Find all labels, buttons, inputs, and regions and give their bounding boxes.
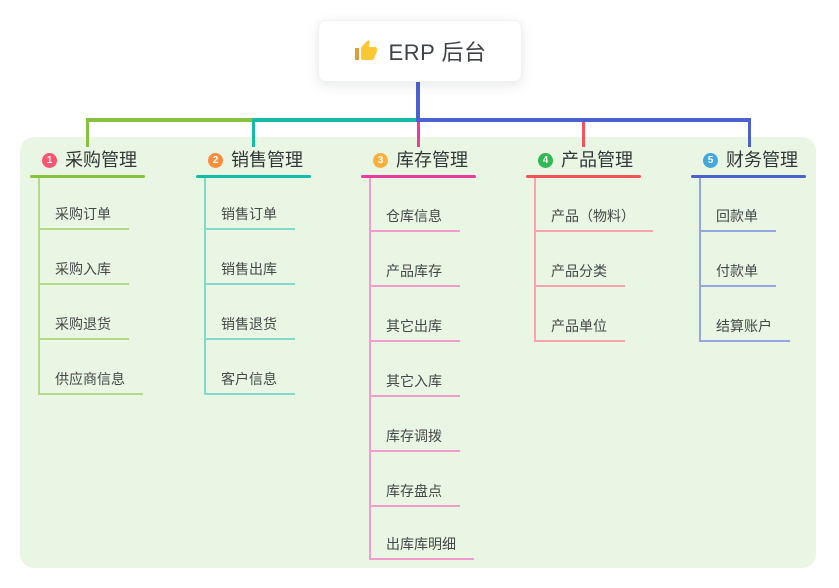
child-node[interactable]: 销售退货 [204,315,295,340]
branch-header-inventory[interactable]: 3 库存管理 [361,147,526,173]
branch-product: 4 产品管理 产品（物料） 产品分类 产品单位 [526,147,691,342]
connector-drop-purchase [86,118,89,147]
branch-purchase: 1 采购管理 采购订单 采购入库 采购退货 供应商信息 [30,147,195,395]
child-node[interactable]: 采购入库 [38,260,129,285]
connector-drop-finance [748,118,751,147]
branch-group-panel [20,137,816,568]
child-node[interactable]: 产品（物料） [534,207,653,232]
child-node[interactable]: 结算账户 [699,317,790,342]
branch-header-purchase[interactable]: 1 采购管理 [30,147,195,173]
child-node[interactable]: 库存盘点 [369,482,460,507]
child-node[interactable]: 产品库存 [369,262,460,287]
connector-root [416,82,420,122]
child-node[interactable]: 销售出库 [204,260,295,285]
child-node[interactable]: 产品分类 [534,262,625,287]
root-node[interactable]: ERP 后台 [318,20,522,82]
branch-underline [691,175,806,178]
branch-badge: 1 [42,152,57,168]
connector-drop-sales [252,118,255,147]
child-node[interactable]: 库存调拨 [369,427,460,452]
child-node[interactable]: 其它入库 [369,372,460,397]
connector-bus-blue [416,118,751,122]
branch-underline [361,175,476,178]
thumbs-up-icon [354,40,377,60]
connector-bus-teal [252,118,416,122]
child-node[interactable]: 采购退货 [38,315,129,340]
branch-trunk-line [534,178,536,342]
branch-header-sales[interactable]: 2 销售管理 [196,147,361,173]
branch-badge: 3 [373,152,388,168]
branch-label: 销售管理 [231,150,303,170]
branch-badge: 2 [208,152,223,168]
branch-label: 采购管理 [65,150,137,170]
child-node[interactable]: 产品单位 [534,317,625,342]
branch-label: 财务管理 [726,150,798,170]
branch-header-finance[interactable]: 5 财务管理 [691,147,839,173]
branch-trunk-line [38,178,40,395]
branch-trunk-line [204,178,206,395]
child-node[interactable]: 客户信息 [204,370,295,395]
branch-badge: 4 [538,152,553,168]
child-node[interactable]: 仓库信息 [369,207,460,232]
connector-drop-inventory [417,122,420,147]
child-node[interactable]: 供应商信息 [38,370,143,395]
branch-trunk-line [369,178,371,560]
connector-drop-product [582,122,585,147]
child-node[interactable]: 出库库明细 [369,535,474,560]
root-label: ERP 后台 [388,40,487,65]
branch-underline [196,175,311,178]
child-node[interactable]: 销售订单 [204,205,295,230]
branch-label: 库存管理 [396,150,468,170]
branch-header-product[interactable]: 4 产品管理 [526,147,691,173]
branch-underline [526,175,641,178]
child-node[interactable]: 付款单 [699,262,776,287]
branch-finance: 5 财务管理 回款单 付款单 结算账户 [691,147,839,342]
branch-trunk-line [699,178,701,342]
branch-underline [30,175,145,178]
branch-badge: 5 [703,152,718,168]
branch-inventory: 3 库存管理 仓库信息 产品库存 其它出库 其它入库 库存调拨 库存盘点 出库库… [361,147,526,560]
child-node[interactable]: 其它出库 [369,317,460,342]
child-node[interactable]: 采购订单 [38,205,129,230]
connector-bus-green [86,118,252,122]
child-node[interactable]: 回款单 [699,207,776,232]
branch-label: 产品管理 [561,150,633,170]
branch-sales: 2 销售管理 销售订单 销售出库 销售退货 客户信息 [196,147,361,395]
